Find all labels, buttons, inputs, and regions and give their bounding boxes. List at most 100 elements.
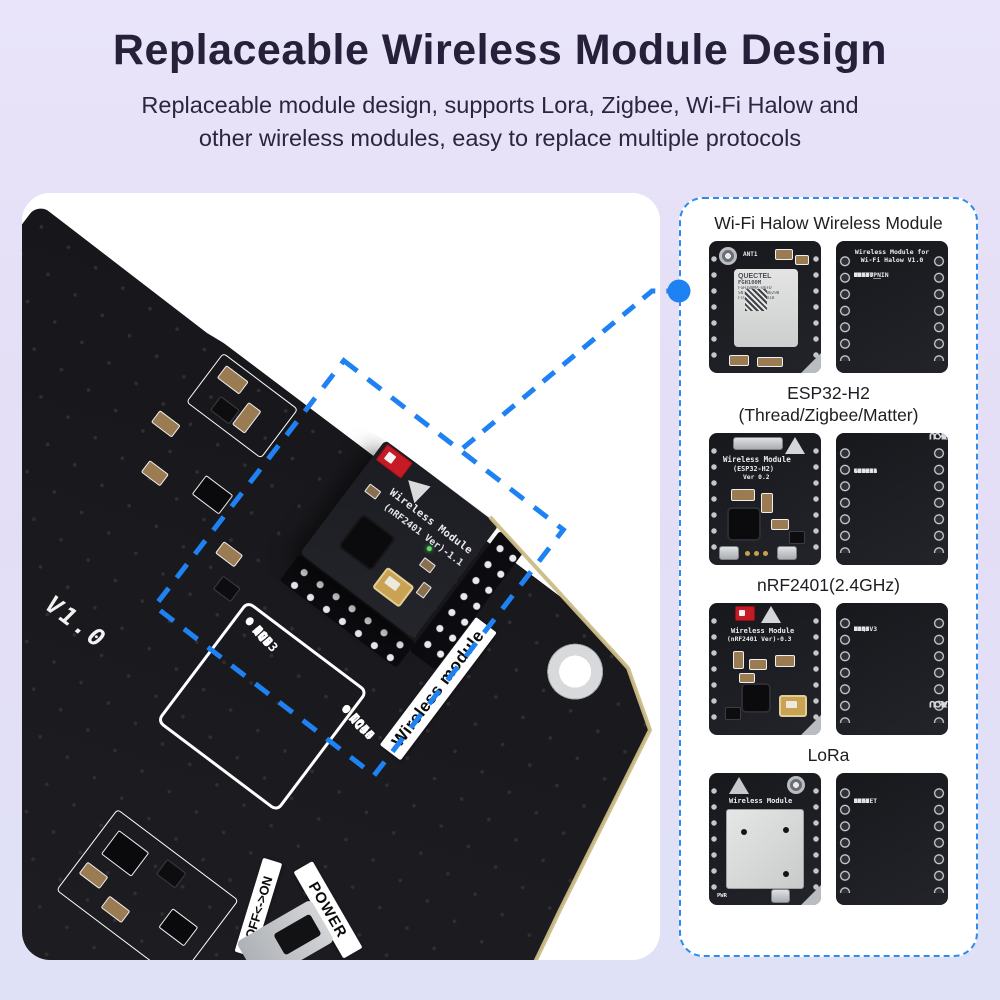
subtitle-line-2: other wireless modules, easy to replace … (198, 125, 802, 151)
antenna-connector (719, 247, 737, 265)
page-title: Replaceable Wireless Module Design (112, 26, 888, 74)
transistor (789, 531, 805, 544)
pin-label: GPIO11 (854, 467, 878, 475)
header-connector (733, 437, 783, 450)
dip-switch (735, 606, 755, 621)
pin-label: MOSI (854, 625, 870, 633)
corner-triangle (801, 715, 821, 735)
resistor (215, 541, 244, 568)
pin-label: GND (854, 625, 866, 633)
nrf-chip (743, 685, 769, 711)
front-title: Ver 0.2 (743, 474, 770, 481)
pin-label: GPIO10 (854, 467, 878, 475)
pin-label: U1TXD (854, 467, 874, 475)
shield-dot (783, 827, 789, 833)
corner-triangle (801, 885, 821, 905)
antenna-connector (787, 776, 805, 794)
resistor (761, 493, 773, 513)
pin-label: CLK (854, 271, 866, 279)
pin-label: MISO (854, 271, 870, 279)
front-title: (ESP32-H2) (733, 465, 774, 473)
board-version-label: V1.0 (38, 591, 115, 654)
resistor (795, 255, 809, 265)
section-title: ESP32-H2 (787, 383, 870, 403)
pin-label: VDD3V3 (854, 625, 878, 633)
pin-holes (839, 445, 851, 553)
pin-label: 5V (854, 271, 862, 279)
castellated-pads (710, 443, 718, 555)
pin-label: NC (854, 797, 862, 805)
pin-label: CE (854, 625, 862, 633)
brand-line: AƆ (932, 698, 948, 708)
resistor (749, 659, 767, 670)
module-option-nrf2401: nRF2401(2.4GHz) Wireless Module (nRF2401… (709, 574, 948, 735)
pin-label: INT (854, 271, 866, 279)
pin-label: DIO3 (854, 797, 870, 805)
esp32-h2-module-front: Wireless Module (ESP32-H2) Ver 0.2 (709, 433, 821, 565)
front-title: Wireless Module (723, 455, 791, 464)
pin-label: RESET_N (854, 271, 881, 279)
pin-label: 3V3 (854, 797, 866, 805)
lora-module-front: Wireless Module PWR (709, 773, 821, 905)
pin-label: GPIO22 (854, 467, 878, 475)
subtitle-line-1: Replaceable module design, supports Lora… (141, 92, 859, 118)
resistor (731, 489, 755, 501)
ic-chip (191, 474, 234, 515)
pin-holes (839, 253, 851, 361)
castellated-pads (812, 783, 820, 895)
page-subtitle: Replaceable module design, supports Lora… (0, 89, 1000, 155)
transistor (212, 575, 241, 603)
resistor (150, 410, 181, 438)
resistor (757, 357, 783, 367)
pin-label: GPIO1 (854, 467, 874, 475)
nrf2401-module-front: Wireless Module (nRF2401 Ver)-0.3 (709, 603, 821, 735)
pin-label: NC (854, 625, 862, 633)
pin-holes (933, 253, 945, 361)
pin-label: NC (854, 271, 862, 279)
pin-label: NC (854, 625, 862, 633)
resistor (140, 460, 169, 487)
pin-label: GPIO13 (854, 467, 878, 475)
pin-label: NC (854, 797, 862, 805)
corner-triangle (801, 353, 821, 373)
pin-label: GND (854, 271, 866, 279)
pin-label: IRQ (854, 625, 866, 633)
pin-label: BUSY (854, 271, 870, 279)
dip-switch (375, 443, 414, 480)
pin-label: NC (854, 625, 862, 633)
pin-label: NRESET (854, 797, 878, 805)
pin-holes (933, 615, 945, 723)
triangle-mark (729, 777, 749, 794)
castellated-pads (812, 613, 820, 725)
esp32-chip (729, 509, 759, 539)
resistor (775, 249, 793, 260)
pin-label: NC (854, 625, 862, 633)
section-title: LoRa (807, 745, 850, 765)
pin-label: 3V3 (854, 271, 866, 279)
pwr-label: PWR (717, 893, 727, 899)
pad-dot (745, 551, 750, 556)
antenna-label: ANT1 (743, 251, 758, 258)
brand-line: AƆ (932, 433, 948, 440)
pin-label: CSN (854, 625, 866, 633)
pin-label: DIO2 (854, 797, 870, 805)
front-title: (nRF2401 Ver)-0.3 (727, 636, 792, 643)
triangle-mark (761, 606, 781, 623)
push-button (771, 889, 790, 903)
chip-brand: QUECTEL (738, 273, 772, 280)
pin-label: MOSI (854, 797, 870, 805)
resistor (739, 673, 755, 683)
pin-label: GND (854, 467, 866, 475)
wifi-halow-module-front: ANT1 QUECTEL FGH100M FGH100MA-B6FD SN:F1… (709, 241, 821, 373)
resistor (771, 519, 789, 530)
module-options-panel: Wi-Fi Halow Wireless Module ANT1 QUECTEL… (679, 197, 978, 957)
pin-label: GPIO14 (854, 467, 878, 475)
capacitor (415, 581, 432, 599)
pin-label: CS (854, 271, 862, 279)
pin-label: GPIO12 (854, 467, 878, 475)
mounting-hole (535, 632, 615, 711)
